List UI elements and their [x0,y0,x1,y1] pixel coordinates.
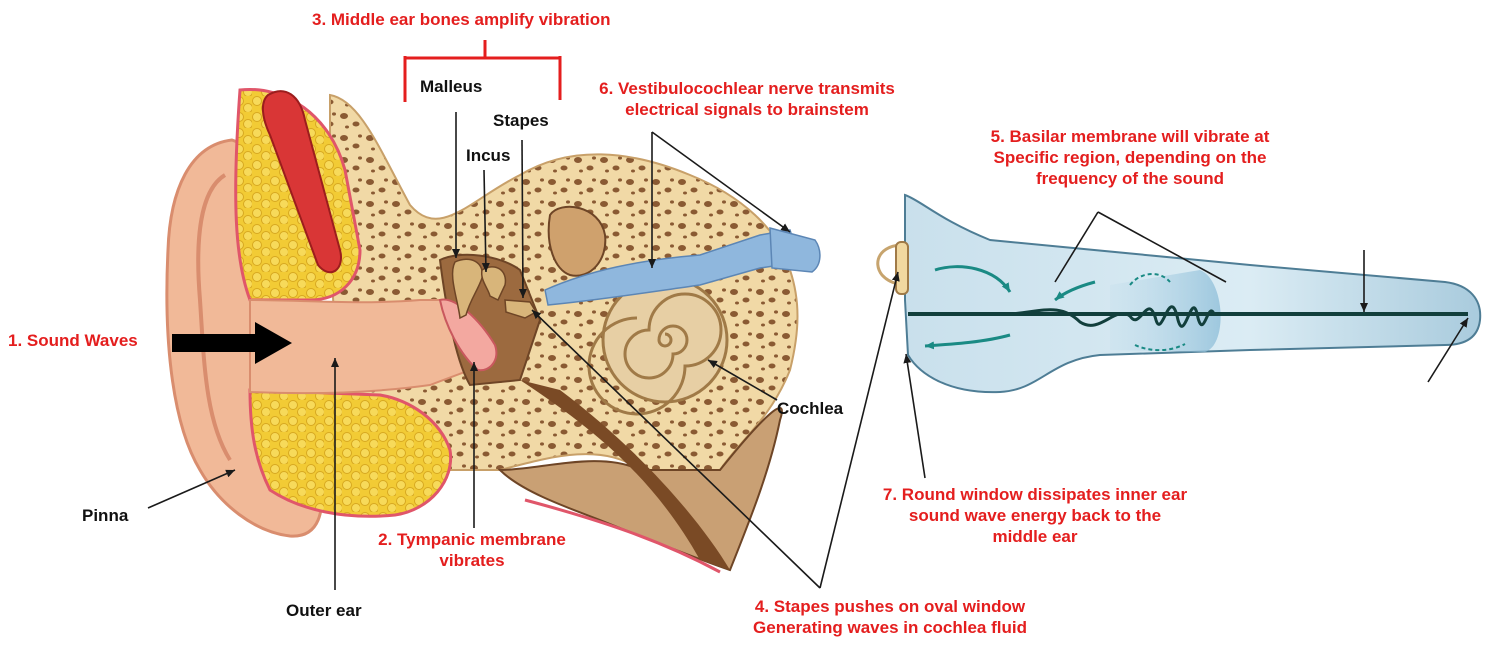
label-cochlea: Cochlea [777,398,843,419]
label-step4-stapes-oval-window: 4. Stapes pushes on oval window Generati… [720,596,1060,638]
label-step6-vestibulocochlear-nerve: 6. Vestibulocochlear nerve transmits ele… [568,78,926,120]
unrolled-cochlea [878,195,1480,392]
semicircular-canals [549,207,606,276]
label-step7-round-window: 7. Round window dissipates inner ear sou… [860,484,1210,547]
label-step5-basilar-membrane: 5. Basilar membrane will vibrate at Spec… [955,126,1305,189]
label-stapes: Stapes [493,110,549,131]
oval-window [896,242,908,294]
label-malleus: Malleus [420,76,482,97]
label-pinna: Pinna [82,505,128,526]
label-step3-middle-ear-bones: 3. Middle ear bones amplify vibration [312,9,611,30]
label-step1-sound-waves: 1. Sound Waves [8,330,138,351]
label-outer-ear: Outer ear [286,600,362,621]
vibration-zone [1110,270,1221,352]
label-incus: Incus [466,145,510,166]
nerve-end [770,228,820,272]
label-step2-tympanic-membrane: 2. Tympanic membrane vibrates [352,529,592,571]
